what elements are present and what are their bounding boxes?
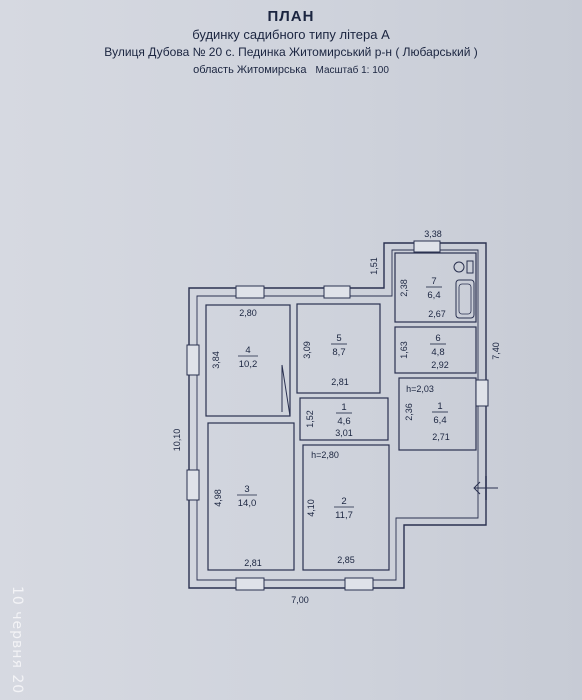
- room-4-outline: [205, 304, 291, 417]
- dim-r6-width: 2,92: [431, 360, 449, 370]
- room-3-area: 14,0: [238, 498, 257, 509]
- room-5-number: 5: [336, 333, 341, 344]
- room-6-outline: [394, 326, 477, 374]
- dim-total-width: 7,00: [291, 595, 309, 605]
- address-line: Вулиця Дубова № 20 с. Пединка Житомирськ…: [104, 45, 478, 59]
- dim-r5-width: 2,81: [331, 377, 349, 387]
- dim-annex-width: 3,38: [424, 229, 442, 239]
- room-2-outline: [302, 444, 390, 571]
- toilet-tank: [466, 260, 474, 274]
- entrance-arrow-head: [473, 481, 481, 495]
- dim-r3-width: 2,81: [244, 558, 262, 568]
- toilet-fixture: [453, 261, 465, 273]
- room-1b-area: 6,4: [433, 415, 446, 426]
- dim-total-depth: 10,10: [172, 429, 182, 452]
- dim-r4-height: 3,84: [211, 351, 221, 369]
- room-2-area: 11,7: [335, 510, 353, 521]
- room-3-outline: [207, 422, 295, 571]
- room-1a-number: 1: [341, 402, 346, 413]
- dim-r1a-height: 1,52: [305, 410, 315, 428]
- dim-annex-offset: 1,51: [369, 257, 379, 275]
- scale-text: Масштаб 1: 100: [315, 65, 389, 76]
- room-1b-outline: [398, 377, 477, 451]
- room-1a-area: 4,6: [337, 416, 350, 427]
- dim-r7-height: 2,38: [399, 279, 409, 297]
- dim-r3-height: 4,98: [213, 489, 223, 507]
- bathtub-fixture: [455, 279, 475, 319]
- dim-r2-height: 4,10: [306, 499, 316, 517]
- dim-r1a-width: 3,01: [335, 428, 353, 438]
- room-3-number: 3: [244, 484, 249, 495]
- dim-main-ceiling: h=2,80: [311, 450, 339, 460]
- room-6-area: 4,8: [431, 347, 444, 358]
- dim-r1b-height: 2,36: [404, 403, 414, 421]
- dim-annex-depth: 7,40: [491, 342, 501, 360]
- plan-subtitle: будинку садибного типу літера А: [192, 27, 390, 42]
- room-5-area: 8,7: [332, 347, 345, 358]
- dim-r6-height: 1,63: [399, 341, 409, 359]
- date-stamp: 10 червня 20: [9, 586, 25, 695]
- region-line: область Житомирська Масштаб 1: 100: [0, 64, 582, 76]
- room-2-number: 2: [341, 496, 346, 507]
- dim-r1b-width: 2,71: [432, 432, 450, 442]
- stair-line: [281, 364, 291, 417]
- room-5-outline: [296, 303, 381, 394]
- windows: [186, 240, 489, 591]
- room-7-number: 7: [431, 276, 436, 287]
- region-text: область Житомирська: [193, 64, 307, 76]
- room-7-outline: [394, 252, 477, 323]
- bathtub-inner: [458, 283, 472, 315]
- dim-r7-width: 2,67: [428, 309, 446, 319]
- room-7-area: 6,4: [427, 290, 440, 301]
- room-1a-outline: [299, 397, 389, 441]
- dim-r5-height: 3,09: [302, 341, 312, 359]
- room-4-area: 10,2: [239, 359, 258, 370]
- dim-r4-width: 2,80: [239, 308, 257, 318]
- plan-title: ПЛАН: [267, 8, 315, 25]
- room-4-number: 4: [245, 345, 250, 356]
- room-6-number: 6: [435, 333, 440, 344]
- room-1b-number: 1: [437, 401, 442, 412]
- dim-r2-width: 2,85: [337, 555, 355, 565]
- dim-annex-ceiling: h=2,03: [406, 384, 434, 394]
